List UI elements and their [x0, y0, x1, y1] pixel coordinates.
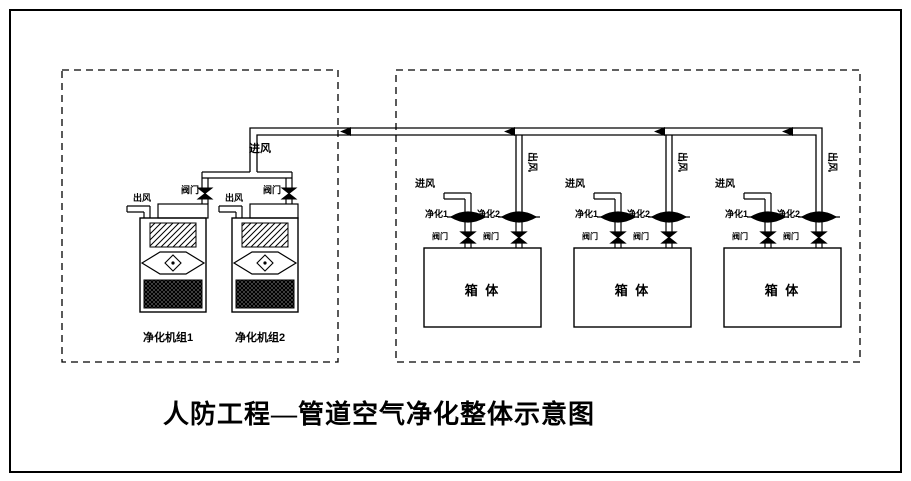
valve-label: 阀门	[483, 232, 499, 241]
outlet-label: 出风	[826, 152, 837, 172]
purifier-2-icon	[800, 211, 838, 223]
purifier-2-icon	[650, 211, 688, 223]
valve-icon	[609, 231, 627, 244]
valve-icon	[660, 231, 678, 244]
cabinet-label: 箱 体	[614, 283, 651, 298]
purification-unit-1	[126, 203, 209, 313]
valve-icon	[810, 231, 828, 244]
inlet-label: 进风	[565, 179, 585, 190]
filter-group-3	[723, 192, 842, 328]
valve-label: 阀门	[633, 232, 649, 241]
inlet-label: 进风	[715, 179, 735, 190]
prefilter-hatch	[241, 222, 289, 248]
outlet-label: 出风	[133, 193, 152, 203]
inlet-duct	[743, 192, 772, 212]
purification-unit-2	[218, 203, 299, 313]
unit-name-label: 净化机组1	[143, 332, 194, 344]
left-zone-boundary	[61, 69, 339, 363]
cabinet-label: 箱 体	[464, 283, 501, 298]
cabinet-box	[423, 247, 542, 328]
left-inlet-label: 进风	[249, 143, 271, 155]
valve-icon	[510, 231, 528, 244]
diagram-title: 人防工程—管道空气净化整体示意图	[163, 400, 596, 429]
purifier-2-label: 净化2	[627, 209, 651, 219]
filter-group-2	[573, 192, 692, 328]
purifier-1-label: 净化1	[725, 209, 749, 219]
valve-icon	[280, 187, 298, 200]
inlet-duct	[593, 192, 622, 212]
purifier-1-icon	[749, 211, 787, 223]
purifier-2-label: 净化2	[477, 209, 501, 219]
purifier-2-label: 净化2	[777, 209, 801, 219]
flow-arrows	[340, 127, 793, 136]
flow-arrow-icon	[504, 127, 515, 136]
left-manifold	[201, 171, 293, 204]
valve-label: 阀门	[432, 232, 448, 241]
purifier-1-icon	[449, 211, 487, 223]
unit-name-label: 净化机组2	[235, 332, 286, 344]
purifier-2-icon	[500, 211, 538, 223]
main-duct	[249, 127, 823, 212]
outlet-duct	[126, 205, 151, 218]
outlet-label: 出风	[225, 193, 244, 203]
valve-label: 阀门	[582, 232, 598, 241]
flow-arrow-icon	[654, 127, 665, 136]
prefilter-hatch	[149, 222, 197, 248]
valve-label: 阀门	[263, 185, 282, 195]
valve-label: 阀门	[783, 232, 799, 241]
purifier-1-label: 净化1	[425, 209, 449, 219]
purifier-1-label: 净化1	[575, 209, 599, 219]
flow-arrow-icon	[782, 127, 793, 136]
cabinet-box	[573, 247, 692, 328]
valve-label: 阀门	[181, 185, 200, 195]
valve-icon	[196, 187, 214, 200]
outlet-label: 出风	[676, 152, 687, 172]
valve-icon	[759, 231, 777, 244]
right-zone-boundary	[395, 69, 861, 363]
filter-group-1	[423, 192, 542, 328]
valve-label: 阀门	[732, 232, 748, 241]
inlet-label: 进风	[415, 179, 435, 190]
outer-border	[9, 9, 902, 473]
outlet-duct	[218, 205, 243, 218]
inlet-duct	[443, 192, 472, 212]
carbon-filter-section	[143, 279, 203, 309]
cabinet-box	[723, 247, 842, 328]
flow-arrow-icon	[340, 127, 351, 136]
purifier-1-icon	[599, 211, 637, 223]
valve-icon	[459, 231, 477, 244]
outlet-label: 出风	[526, 152, 537, 172]
cabinet-label: 箱 体	[764, 283, 801, 298]
carbon-filter-section	[235, 279, 295, 309]
